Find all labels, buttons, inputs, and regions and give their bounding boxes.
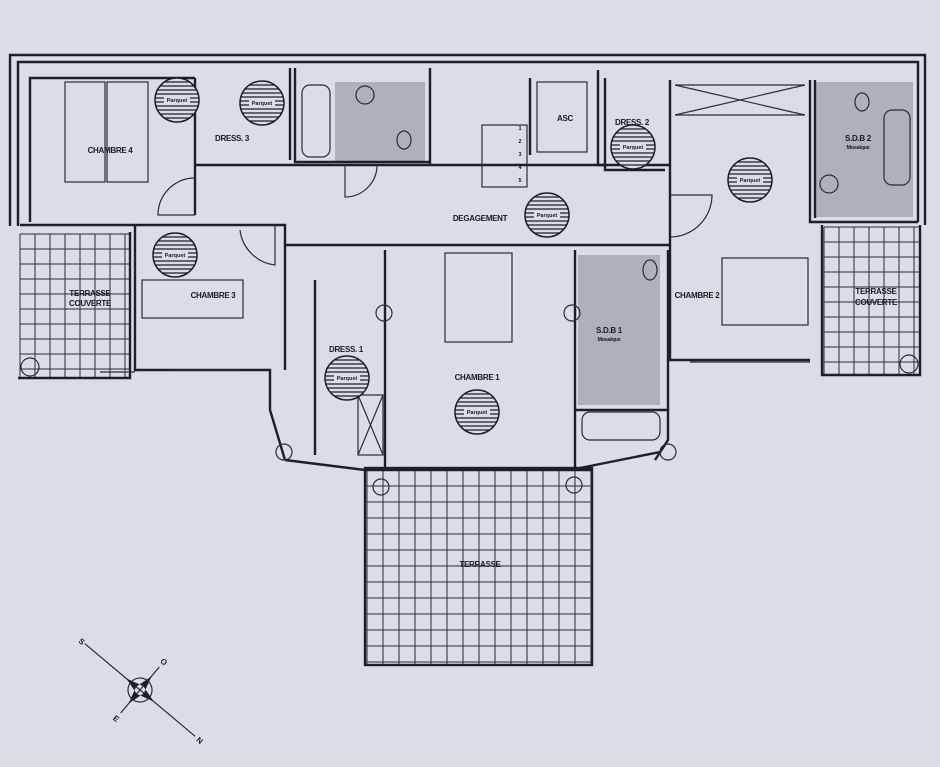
label-terrasse-couverte-right: TERRASSE: [855, 287, 897, 296]
label-chambre-1: CHAMBRE 1: [455, 373, 501, 382]
parquet-label: Parquet: [167, 98, 188, 104]
compass-e: E: [111, 714, 121, 725]
parquet-marker: Parquet: [610, 124, 656, 170]
parquet-label: Parquet: [467, 410, 488, 416]
parquet-marker: Parquet: [324, 355, 370, 401]
compass-n: N: [194, 735, 204, 746]
label-chambre-3: CHAMBRE 3: [191, 291, 237, 300]
walls: [8, 53, 927, 472]
parquet-label: Parquet: [623, 145, 644, 151]
label-dress-3: DRESS. 3: [215, 134, 250, 143]
parquet-label: Parquet: [740, 178, 761, 184]
compass-s: S: [77, 636, 87, 647]
room-labels: CHAMBRE 4 DRESS. 3 DEGAGEMENT ASC DRESS.…: [69, 114, 898, 569]
furniture: [20, 81, 919, 496]
parquet-label: Parquet: [165, 253, 186, 259]
label-terrasse-couverte-left-2: COUVERTE: [69, 299, 112, 308]
parquet-marker: Parquet: [727, 157, 773, 203]
parquet-label: Parquet: [252, 101, 273, 107]
svg-text:2: 2: [518, 139, 521, 145]
label-terrasse-couverte-left: TERRASSE: [69, 289, 111, 298]
parquet-marker: Parquet: [152, 232, 198, 278]
terrace-tiles: [19, 226, 920, 665]
svg-text:3: 3: [518, 152, 521, 158]
label-terrasse-couverte-right-2: COUVERTE: [855, 298, 898, 307]
label-chambre-4: CHAMBRE 4: [88, 146, 134, 155]
label-sdb-2: S.D.B 2: [845, 134, 872, 143]
parquet-marker: Parquet: [154, 77, 200, 123]
label-sdb-1-floor: Mosaïque: [598, 337, 621, 343]
label-degagement: DEGAGEMENT: [453, 214, 508, 223]
label-sdb-1: S.D.B 1: [596, 326, 623, 335]
parquet-label: Parquet: [337, 376, 358, 382]
label-dress-2: DRESS. 2: [615, 118, 650, 127]
tile-grid: [823, 226, 920, 375]
stairs: 1 2 3 4 5: [518, 126, 522, 184]
label-terrasse: TERRASSE: [459, 560, 501, 569]
compass-rose: S N O E: [77, 636, 205, 746]
bathroom-mosaic: [335, 82, 913, 405]
terrace-outlines: [363, 466, 594, 667]
label-sdb-2-floor: Mosaïque: [847, 145, 870, 151]
label-dress-1: DRESS. 1: [329, 345, 364, 354]
svg-text:4: 4: [518, 165, 522, 171]
parquet-label: Parquet: [537, 213, 558, 219]
parquet-marker: Parquet: [239, 80, 285, 126]
parquet-marker: Parquet: [524, 192, 570, 238]
label-chambre-2: CHAMBRE 2: [675, 291, 721, 300]
svg-text:1: 1: [518, 126, 521, 132]
compass-o: O: [158, 657, 168, 668]
tile-grid: [19, 233, 130, 378]
svg-text:5: 5: [518, 178, 521, 184]
label-asc: ASC: [557, 114, 574, 123]
parquet-marker: Parquet: [454, 389, 500, 435]
